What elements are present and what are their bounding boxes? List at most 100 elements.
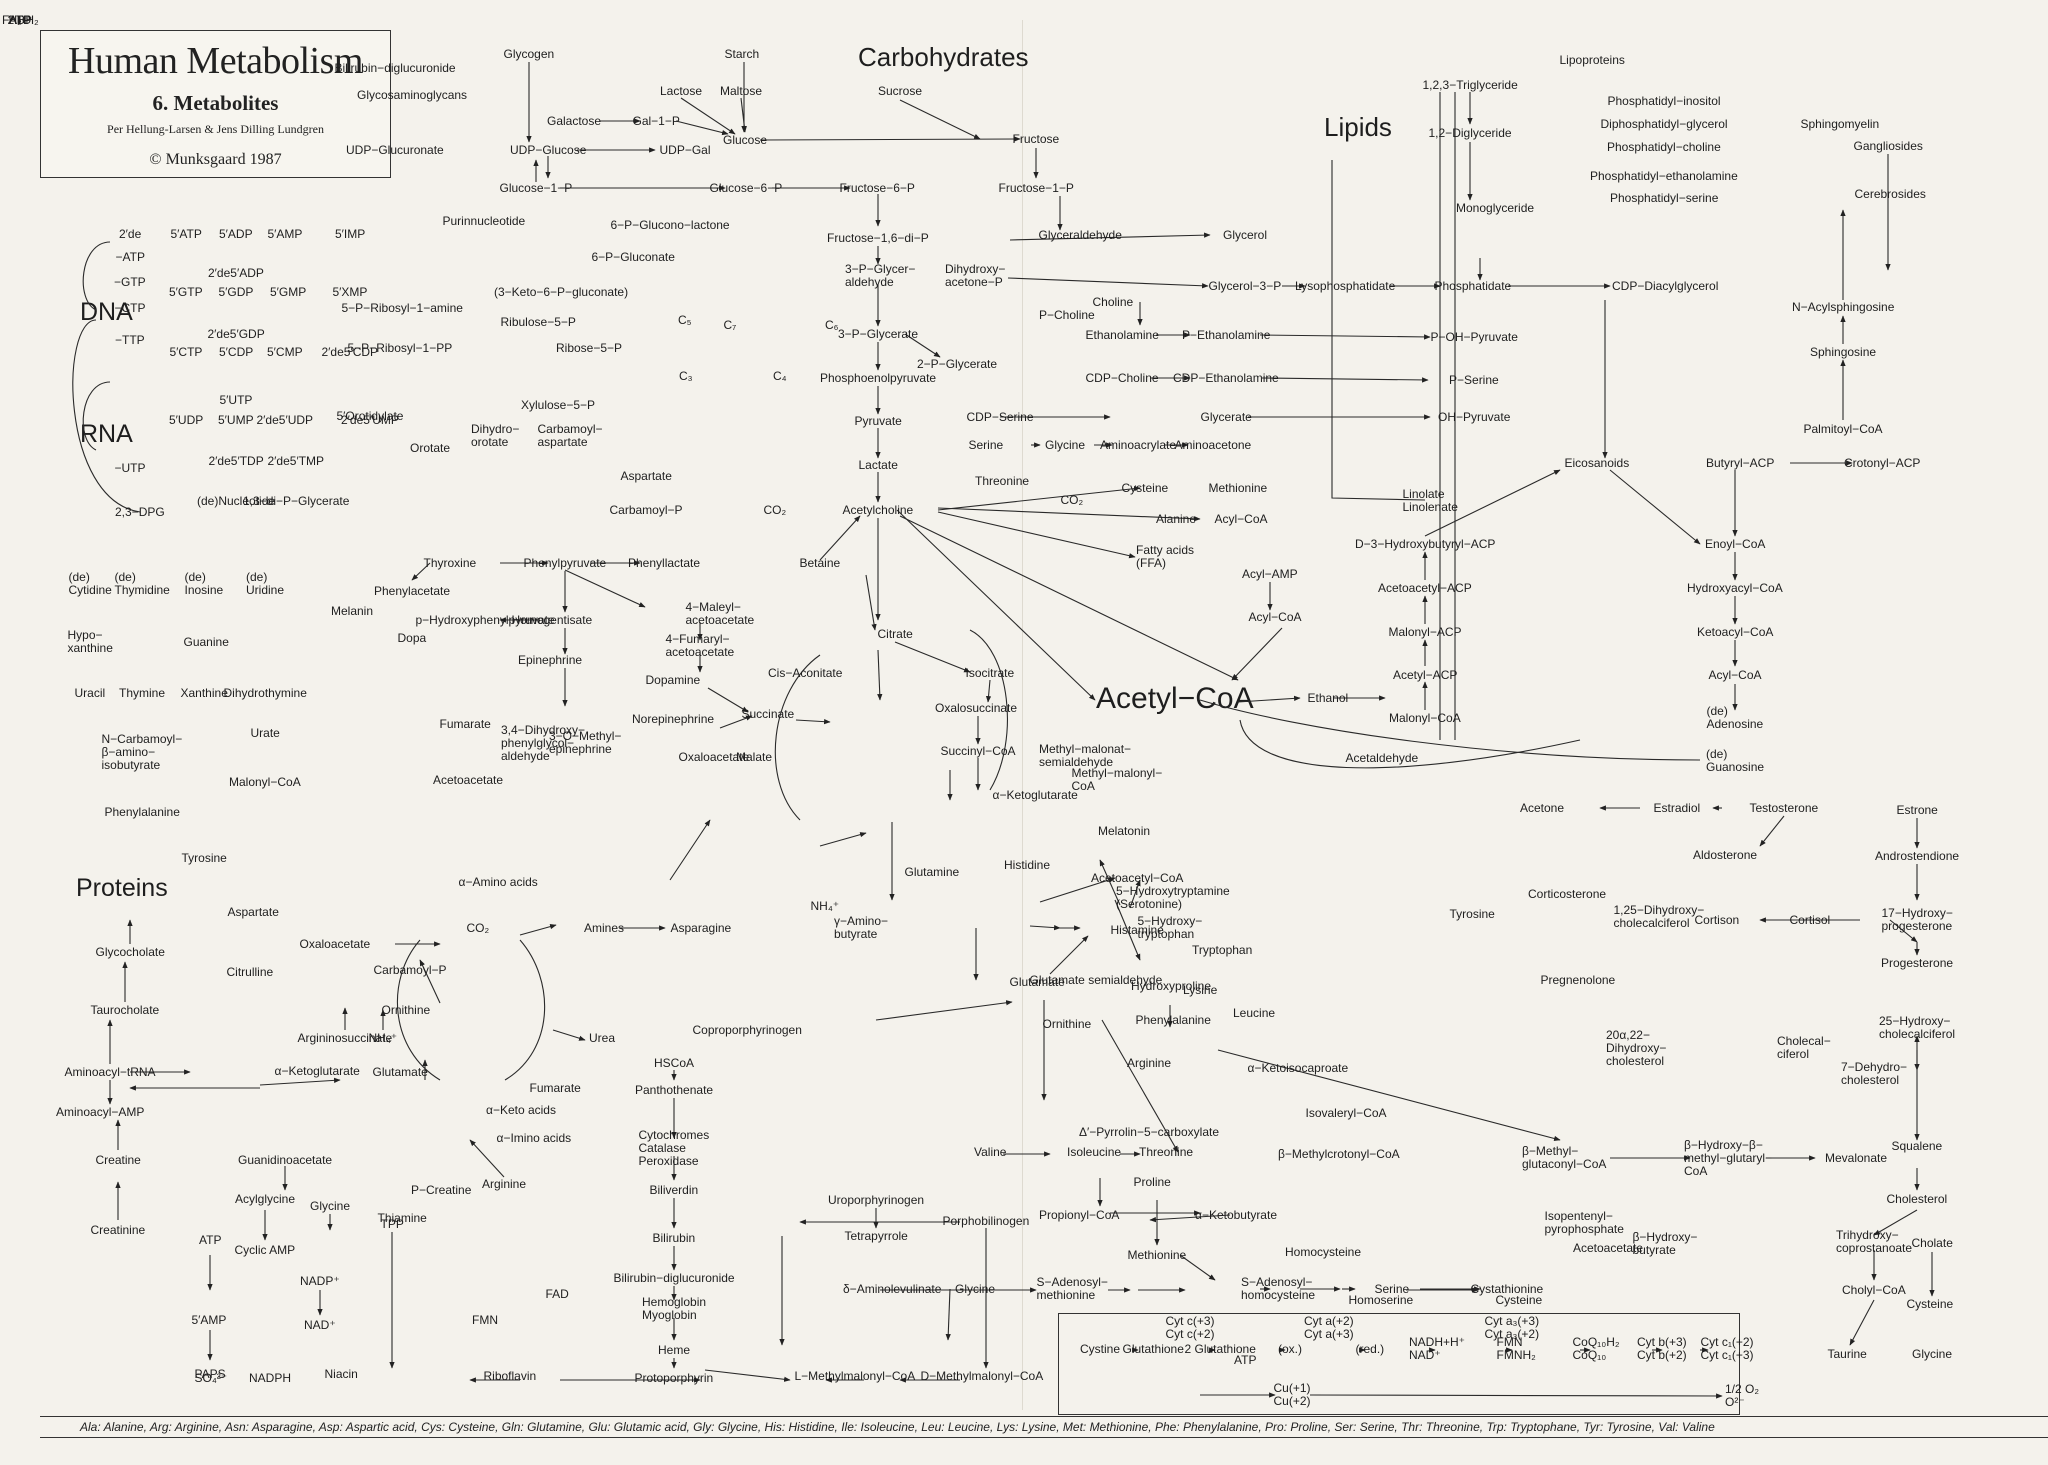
node-tetrapyrrole: Tetrapyrrole [844, 1228, 908, 1243]
node-isoleucine: Isoleucine [1067, 1144, 1122, 1159]
node-nadp: NADP⁺ [300, 1273, 340, 1288]
node-squalene: Squalene [1891, 1138, 1943, 1153]
node-phenylalanine: Phenylalanine [104, 804, 180, 819]
reaction-arrow-63 [1609, 469, 1701, 545]
node-cdp-serine: CDP−Serine [966, 409, 1034, 424]
node-estradiol: Estradiol [1653, 800, 1701, 815]
node-d-methylmalonyl-coa: D−Methylmalonyl−CoA [920, 1368, 1044, 1383]
node-biliverdin: Biliverdin [649, 1182, 699, 1197]
node-fmn-fmnh: FMN FMNH₂ [1496, 1335, 1536, 1362]
node-glucose-1-p: Glucose−1−P [499, 180, 573, 195]
node-gangliosides: Gangliosides [1853, 138, 1923, 153]
node-hscoa: HSCoA [654, 1055, 695, 1070]
node-purinnucleotide: Purinnucleotide [442, 213, 526, 228]
reaction-arrow-57 [1231, 627, 1283, 681]
node-aminoacetone: Aminoacetone [1174, 437, 1252, 452]
node-carbamoyl-p: Carbamoyl−P [609, 502, 683, 517]
node-valine: Valine [974, 1144, 1007, 1159]
node-de-thymidine: (de) Thymidine [114, 570, 170, 597]
reaction-arrow-19 [1007, 277, 1209, 289]
node-udp-glucuronate: UDP−Glucuronate [346, 142, 444, 157]
node-4-maleyl-acetoacetate: 4−Maleyl− acetoacetate [685, 600, 755, 627]
heading-acetyl-coa: Acetyl−CoA [1096, 682, 1254, 715]
node-norepinephrine: Norepinephrine [632, 711, 715, 726]
node-trihydroxy-coprostanoate: Trihydroxy− coprostanoate [1836, 1228, 1913, 1255]
node-lactate: Lactate [858, 457, 898, 472]
node-5-cmp: 5′CMP [267, 344, 303, 359]
node-6-p-glucono-lactone: 6−P−Glucono−lactone [610, 217, 730, 232]
node-malate: Malate [736, 749, 773, 764]
heading-lipids: Lipids [1324, 112, 1392, 142]
node-acetoacetyl-acp: Acetoacetyl−ACP [1378, 580, 1472, 595]
node-ox: (ox.) [1278, 1341, 1302, 1356]
node-25-hydroxy-cholecalciferol: 25−Hydroxy− cholecalciferol [1879, 1014, 1956, 1041]
reaction-arrow-176 [1179, 1254, 1216, 1281]
heading-carbohydrates: Carbohydrates [858, 42, 1029, 72]
node-co-3: CO₂ [466, 920, 490, 935]
node-1-2-diglyceride: 1,2−Diglyceride [1428, 125, 1512, 140]
node-de-guanosine: (de) Guanosine [1706, 747, 1765, 774]
node-coproporphyrinogen: Coproporphyrinogen [692, 1022, 802, 1037]
authors: Per Hellung-Larsen & Jens Dilling Lundgr… [107, 122, 324, 136]
node-atp-2: ATP [199, 1232, 222, 1247]
node-thymine: Thymine [119, 685, 166, 700]
node-enoyl-coa: Enoyl−CoA [1705, 536, 1766, 551]
node-dihydro-orotate: Dihydro− orotate [471, 422, 520, 449]
node-pyrrolin-5-carboxylate: Δ′−Pyrrolin−5−carboxylate [1079, 1124, 1220, 1139]
node-orotate: Orotate [410, 440, 451, 455]
node-2-de5-cdp: 2′de5′CDP [321, 344, 379, 359]
node-porphobilinogen: Porphobilinogen [942, 1213, 1030, 1228]
reaction-arrow-17 [1009, 232, 1211, 241]
node-c-3: C₆ [825, 317, 839, 332]
node-s-adenosyl-homocysteine: S−Adenosyl− homocysteine [1241, 1275, 1316, 1302]
node-fatty-acids-ffa: Fatty acids (FFA) [1136, 543, 1195, 570]
node-glycerol: Glycerol [1223, 227, 1268, 242]
node-ctp: −CTP [114, 300, 146, 315]
node-riboflavin: Riboflavin [483, 1368, 537, 1383]
reaction-arrow-79 [719, 715, 753, 729]
node-dihydroxy-acetone-p: Dihydroxy− acetone−P [945, 262, 1006, 289]
node-glycine: Glycine [1045, 437, 1086, 452]
node-1-2-3-triglyceride: 1,2,3−Triglyceride [1422, 77, 1518, 92]
node-5-amp-2: 5′AMP [191, 1312, 227, 1327]
node-oxalosuccinate: Oxalosuccinate [935, 700, 1018, 715]
node-lactose: Lactose [660, 83, 703, 98]
node-3-4-dihydroxy-phenylglycol-aldehyde: 3,4−Dihydroxy− phenylglycol− aldehyde [501, 722, 586, 763]
node-hemoglobin-myoglobin: Hemoglobin Myoglobin [642, 1295, 707, 1322]
node-isovaleryl-coa: Isovaleryl−CoA [1305, 1105, 1387, 1120]
node-fad: FAD [545, 1286, 569, 1301]
node-fructose: Fructose [1012, 131, 1060, 146]
node-histamine: Histamine [1110, 922, 1164, 937]
node-acetylcholine: Acetylcholine [842, 502, 914, 517]
node-fructose-1-6-di-p: Fructose−1,6−di−P [827, 230, 929, 245]
reaction-arrow-124 [1889, 919, 1918, 943]
node-phosphatidate: Phosphatidate [1434, 278, 1512, 293]
node-cdp-choline: CDP−Choline [1085, 370, 1159, 385]
node-cdp-ethanolamine: CDP−Ethanolamine [1173, 370, 1279, 385]
node-betaine: Betaine [799, 555, 841, 570]
node-xanthine: Xanthine [180, 685, 228, 700]
node-c-5: C₄ [773, 368, 787, 383]
node-h-o: H₂O [8, 12, 32, 27]
node-cerebrosides: Cerebrosides [1854, 186, 1926, 201]
node-hydroxyacyl-coa: Hydroxyacyl−CoA [1687, 580, 1783, 595]
node-urate: Urate [250, 725, 280, 740]
reaction-arrow-192 [1309, 1393, 1723, 1399]
node-aminoacyl-trna: Aminoacyl−tRNA [64, 1064, 156, 1079]
node-malonyl-coa-2: Malonyl−CoA [229, 774, 301, 789]
node-citrulline: Citrulline [226, 964, 274, 979]
node-keto-acids: α−Keto acids [486, 1102, 556, 1117]
node-red: (red.) [1355, 1341, 1385, 1356]
reaction-arrow-129 [1873, 1209, 1918, 1236]
node-cholate: Cholate [1911, 1235, 1953, 1250]
node-acetoacetate-2: Acetoacetate [1573, 1240, 1644, 1255]
node-estrone: Estrone [1896, 802, 1938, 817]
node-2-de: 2′de [119, 226, 142, 241]
node-nad: NAD⁺ [304, 1317, 336, 1332]
reaction-arrow-6 [740, 97, 747, 133]
node-threonine: Threonine [975, 473, 1030, 488]
reaction-arrow-179 [704, 1369, 791, 1382]
node-20-22-dihydroxy-cholesterol: 20α,22− Dihydroxy− cholesterol [1606, 1027, 1667, 1068]
node-fadh: FADH₂ [2, 12, 39, 27]
copyright: © Munksgaard 1987 [149, 151, 282, 168]
